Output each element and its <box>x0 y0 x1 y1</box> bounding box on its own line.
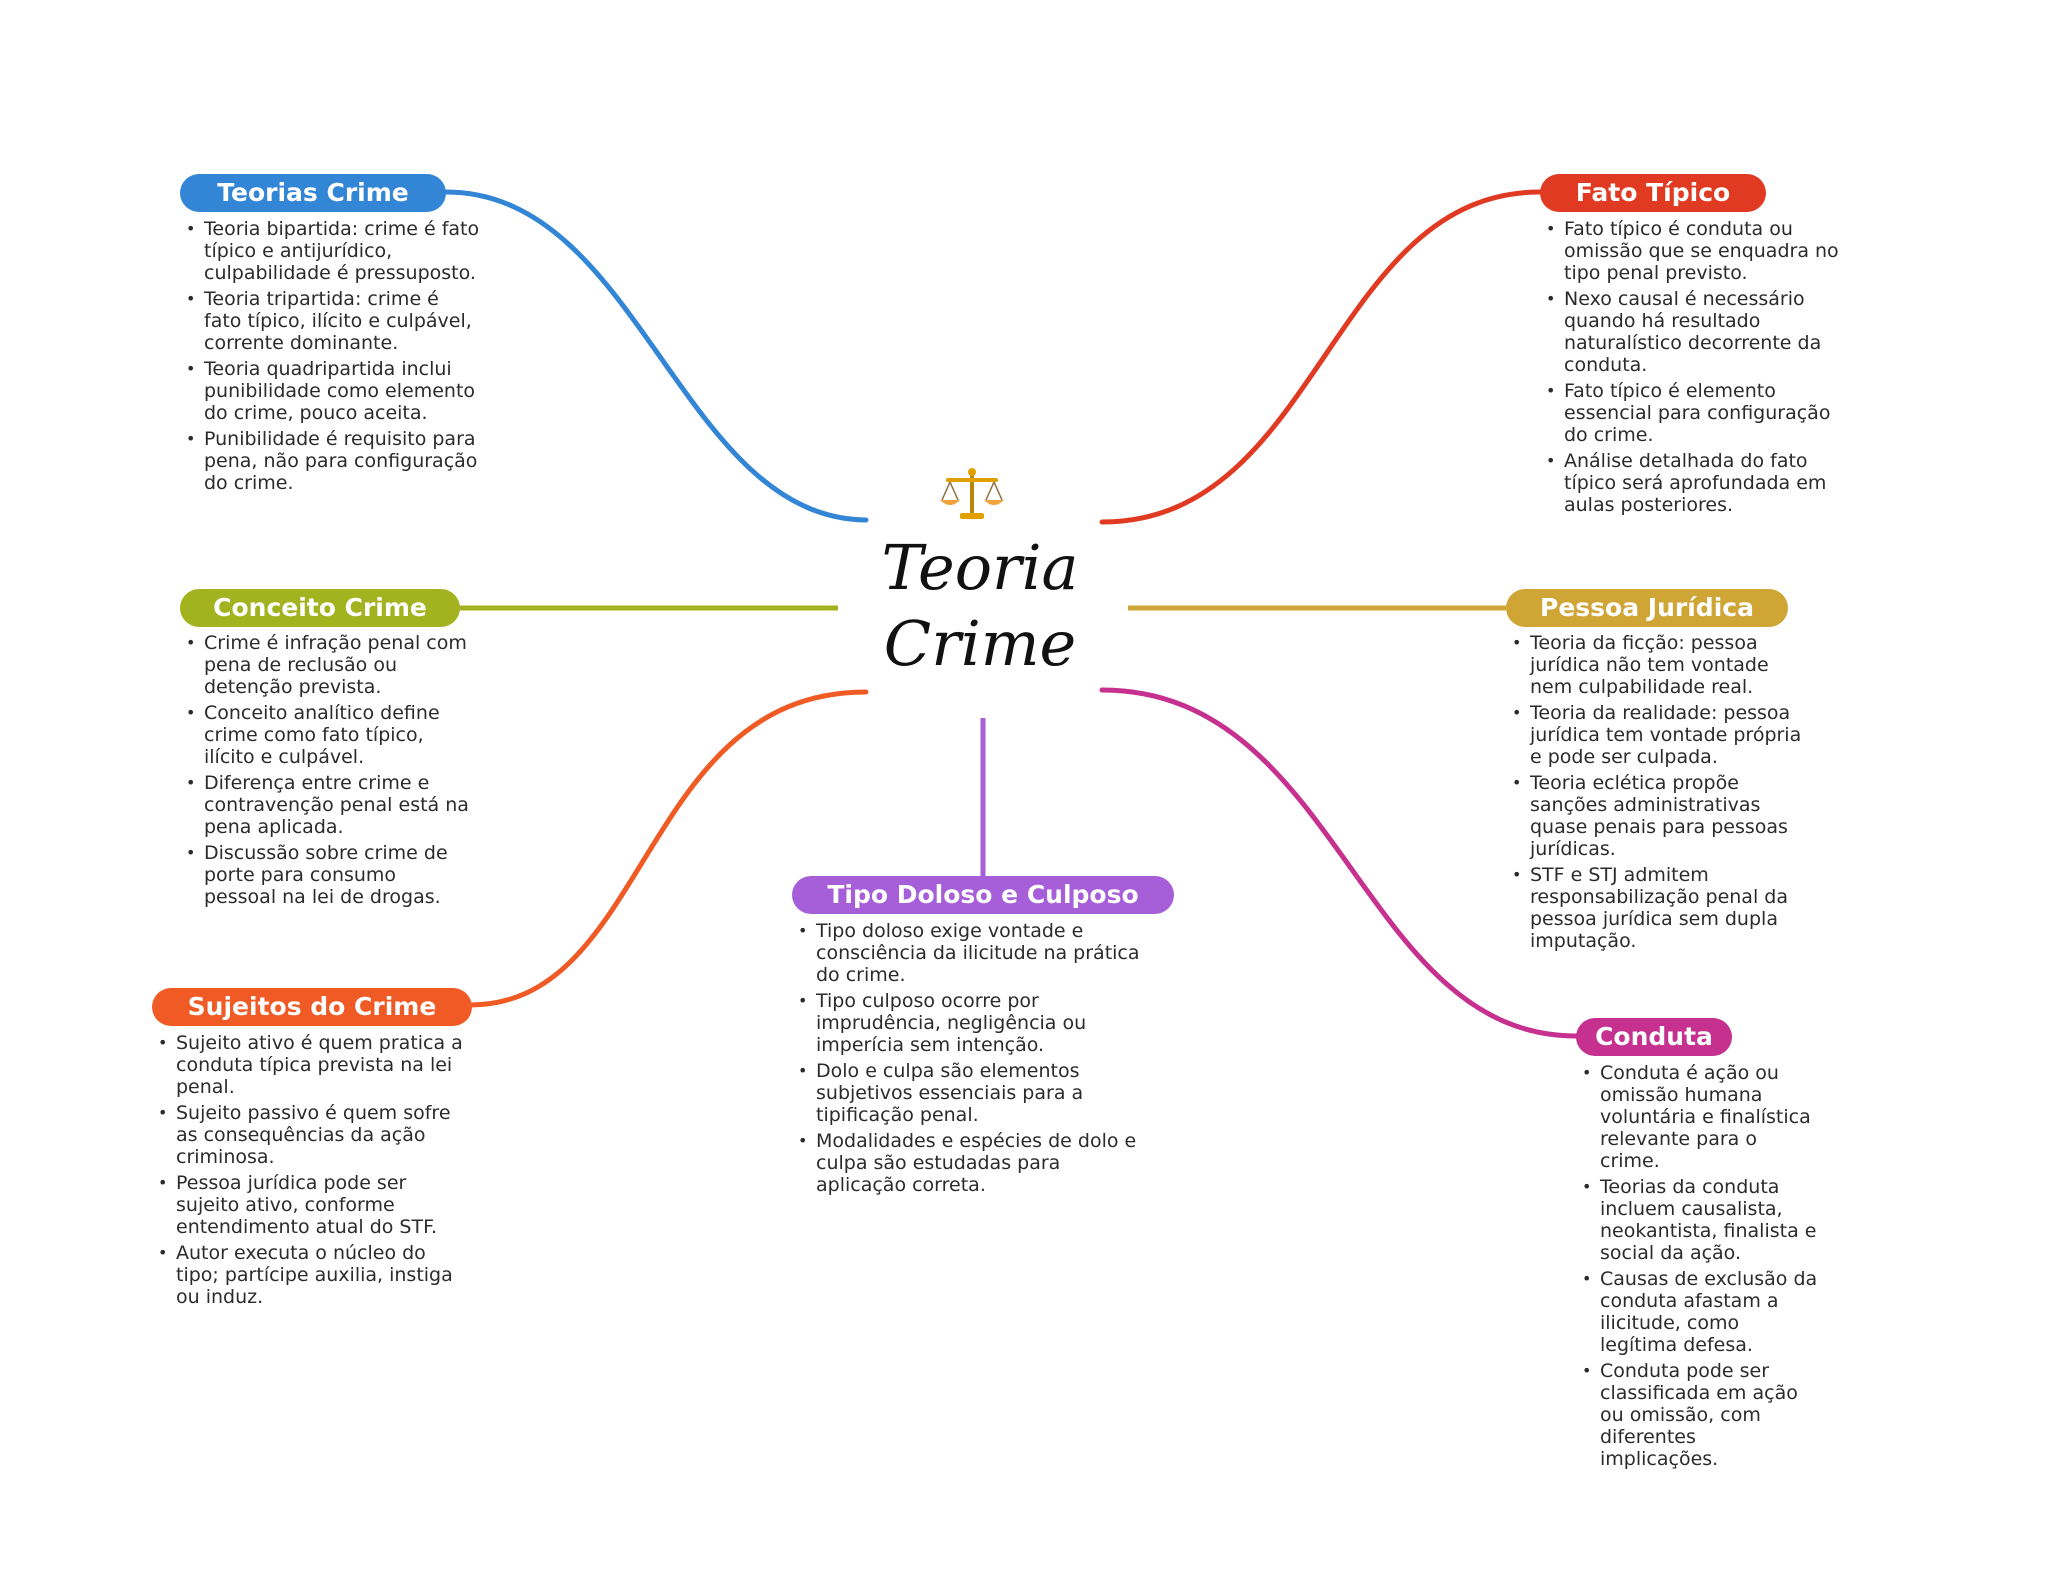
list-item: Teorias da conduta incluem causalista, n… <box>1576 1176 1820 1264</box>
list-item: Crime é infração penal com pena de reclu… <box>180 632 470 698</box>
branch-sujeitos-do-crime-notes: Sujeito ativo é quem pratica a conduta t… <box>152 1032 472 1312</box>
list-item: Fato típico é conduta ou omissão que se … <box>1540 218 1840 284</box>
list-item: Análise detalhada do fato típico será ap… <box>1540 450 1840 516</box>
list-item: Nexo causal é necessário quando há resul… <box>1540 288 1840 376</box>
branch-conduta[interactable]: Conduta <box>1576 1018 1732 1056</box>
list-item: Autor executa o núcleo do tipo; partícip… <box>152 1242 472 1308</box>
central-topic-title: Teoria Crime <box>881 531 1079 680</box>
connector-fato <box>1099 189 1543 525</box>
list-item: Teoria quadripartida inclui punibilidade… <box>180 358 480 424</box>
connector-conduta <box>1099 687 1579 1039</box>
branch-sujeitos-do-crime[interactable]: Sujeitos do Crime <box>152 988 472 1026</box>
list-item: Modalidades e espécies de dolo e culpa s… <box>792 1130 1152 1196</box>
list-item: Teoria eclética propõe sanções administr… <box>1506 772 1816 860</box>
branch-tipo-doloso-e-culposo-notes: Tipo doloso exige vontade e consciência … <box>792 920 1152 1200</box>
branch-teorias-crime[interactable]: Teorias Crime <box>180 174 446 212</box>
branch-teorias-crime-notes: Teoria bipartida: crime é fato típico e … <box>180 218 480 498</box>
list-item: Conduta é ação ou omissão humana voluntá… <box>1576 1062 1820 1172</box>
branch-fato-tipico-notes: Fato típico é conduta ou omissão que se … <box>1540 218 1840 520</box>
list-item: Conduta pode ser classificada em ação ou… <box>1576 1360 1820 1470</box>
branch-conceito-crime-notes: Crime é infração penal com pena de reclu… <box>180 632 470 912</box>
list-item: Pessoa jurídica pode ser sujeito ativo, … <box>152 1172 472 1238</box>
branch-fato-tipico[interactable]: Fato Típico <box>1540 174 1766 212</box>
list-item: Dolo e culpa são elementos subjetivos es… <box>792 1060 1152 1126</box>
list-item: Tipo doloso exige vontade e consciência … <box>792 920 1152 986</box>
list-item: Discussão sobre crime de porte para cons… <box>180 842 470 908</box>
list-item: STF e STJ admitem responsabilização pena… <box>1506 864 1816 952</box>
list-item: Diferença entre crime e contravenção pen… <box>180 772 470 838</box>
list-item: Fato típico é elemento essencial para co… <box>1540 380 1840 446</box>
balance-scale-icon <box>940 468 1004 519</box>
list-item: Causas de exclusão da conduta afastam a … <box>1576 1268 1820 1356</box>
list-item: Sujeito passivo é quem sofre as consequê… <box>152 1102 472 1168</box>
list-item: Teoria tripartida: crime é fato típico, … <box>180 288 480 354</box>
branch-pessoa-juridica-notes: Teoria da ficção: pessoa jurídica não te… <box>1506 632 1816 956</box>
branch-tipo-doloso-e-culposo[interactable]: Tipo Doloso e Culposo <box>792 876 1174 914</box>
list-item: Punibilidade é requisito para pena, não … <box>180 428 480 494</box>
list-item: Teoria bipartida: crime é fato típico e … <box>180 218 480 284</box>
list-item: Conceito analítico define crime como fat… <box>180 702 470 768</box>
list-item: Tipo culposo ocorre por imprudência, neg… <box>792 990 1152 1056</box>
list-item: Teoria da ficção: pessoa jurídica não te… <box>1506 632 1816 698</box>
branch-conceito-crime[interactable]: Conceito Crime <box>180 589 460 627</box>
list-item: Teoria da realidade: pessoa jurídica tem… <box>1506 702 1816 768</box>
connector-sujeitos <box>467 689 869 1008</box>
connector-teorias <box>443 189 869 523</box>
branch-pessoa-juridica[interactable]: Pessoa Jurídica <box>1506 589 1788 627</box>
branch-conduta-notes: Conduta é ação ou omissão humana voluntá… <box>1576 1062 1820 1474</box>
list-item: Sujeito ativo é quem pratica a conduta t… <box>152 1032 472 1098</box>
